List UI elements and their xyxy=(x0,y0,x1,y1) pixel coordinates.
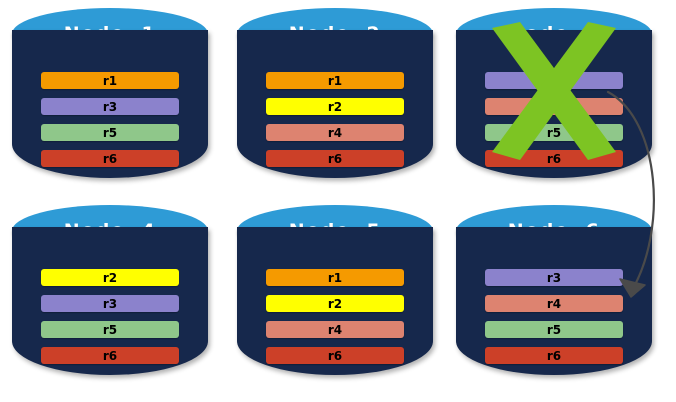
cylinder-body: r1 r2 r4 r6 xyxy=(237,227,433,375)
record-list: r3 r4 r5 r6 xyxy=(485,72,623,167)
record-bar-r6-node1[interactable]: r6 xyxy=(41,150,179,167)
record-list: r1 r2 r4 r6 xyxy=(266,269,404,364)
record-bar-r6-node6[interactable]: r6 xyxy=(485,347,623,364)
cylinder-body: r3 r4 r5 r6 xyxy=(456,30,652,178)
record-list: r1 r2 r4 r6 xyxy=(266,72,404,167)
record-bar-r1-node5[interactable]: r1 xyxy=(266,269,404,286)
record-bar-r5-node4[interactable]: r5 xyxy=(41,321,179,338)
record-bar-r5-node6[interactable]: r5 xyxy=(485,321,623,338)
cylinder-body: r1 r3 r5 r6 xyxy=(12,30,208,178)
record-bar-r1-node1[interactable]: r1 xyxy=(41,72,179,89)
record-bar-r4-node2[interactable]: r4 xyxy=(266,124,404,141)
record-bar-r2-node5[interactable]: r2 xyxy=(266,295,404,312)
record-bar-r3-node3[interactable]: r3 xyxy=(485,72,623,89)
cylinder-body: r3 r4 r5 r6 xyxy=(456,227,652,375)
record-bar-r2-node4[interactable]: r2 xyxy=(41,269,179,286)
record-bar-r6-node5[interactable]: r6 xyxy=(266,347,404,364)
record-bar-r6-node4[interactable]: r6 xyxy=(41,347,179,364)
record-bar-r3-node4[interactable]: r3 xyxy=(41,295,179,312)
record-bar-r6-node2[interactable]: r6 xyxy=(266,150,404,167)
record-bar-r5-node3[interactable]: r5 xyxy=(485,124,623,141)
record-bar-r4-node3[interactable]: r4 xyxy=(485,98,623,115)
record-list: r2 r3 r5 r6 xyxy=(41,269,179,364)
record-bar-r5-node1[interactable]: r5 xyxy=(41,124,179,141)
cylinder-body: r2 r3 r5 r6 xyxy=(12,227,208,375)
record-bar-r2-node2[interactable]: r2 xyxy=(266,98,404,115)
record-list: r1 r3 r5 r6 xyxy=(41,72,179,167)
record-bar-r3-node1[interactable]: r3 xyxy=(41,98,179,115)
record-list: r3 r4 r5 r6 xyxy=(485,269,623,364)
record-bar-r6-node3[interactable]: r6 xyxy=(485,150,623,167)
cylinder-body: r1 r2 r4 r6 xyxy=(237,30,433,178)
record-bar-r4-node5[interactable]: r4 xyxy=(266,321,404,338)
record-bar-r3-node6[interactable]: r3 xyxy=(485,269,623,286)
record-bar-r4-node6[interactable]: r4 xyxy=(485,295,623,312)
record-bar-r1-node2[interactable]: r1 xyxy=(266,72,404,89)
